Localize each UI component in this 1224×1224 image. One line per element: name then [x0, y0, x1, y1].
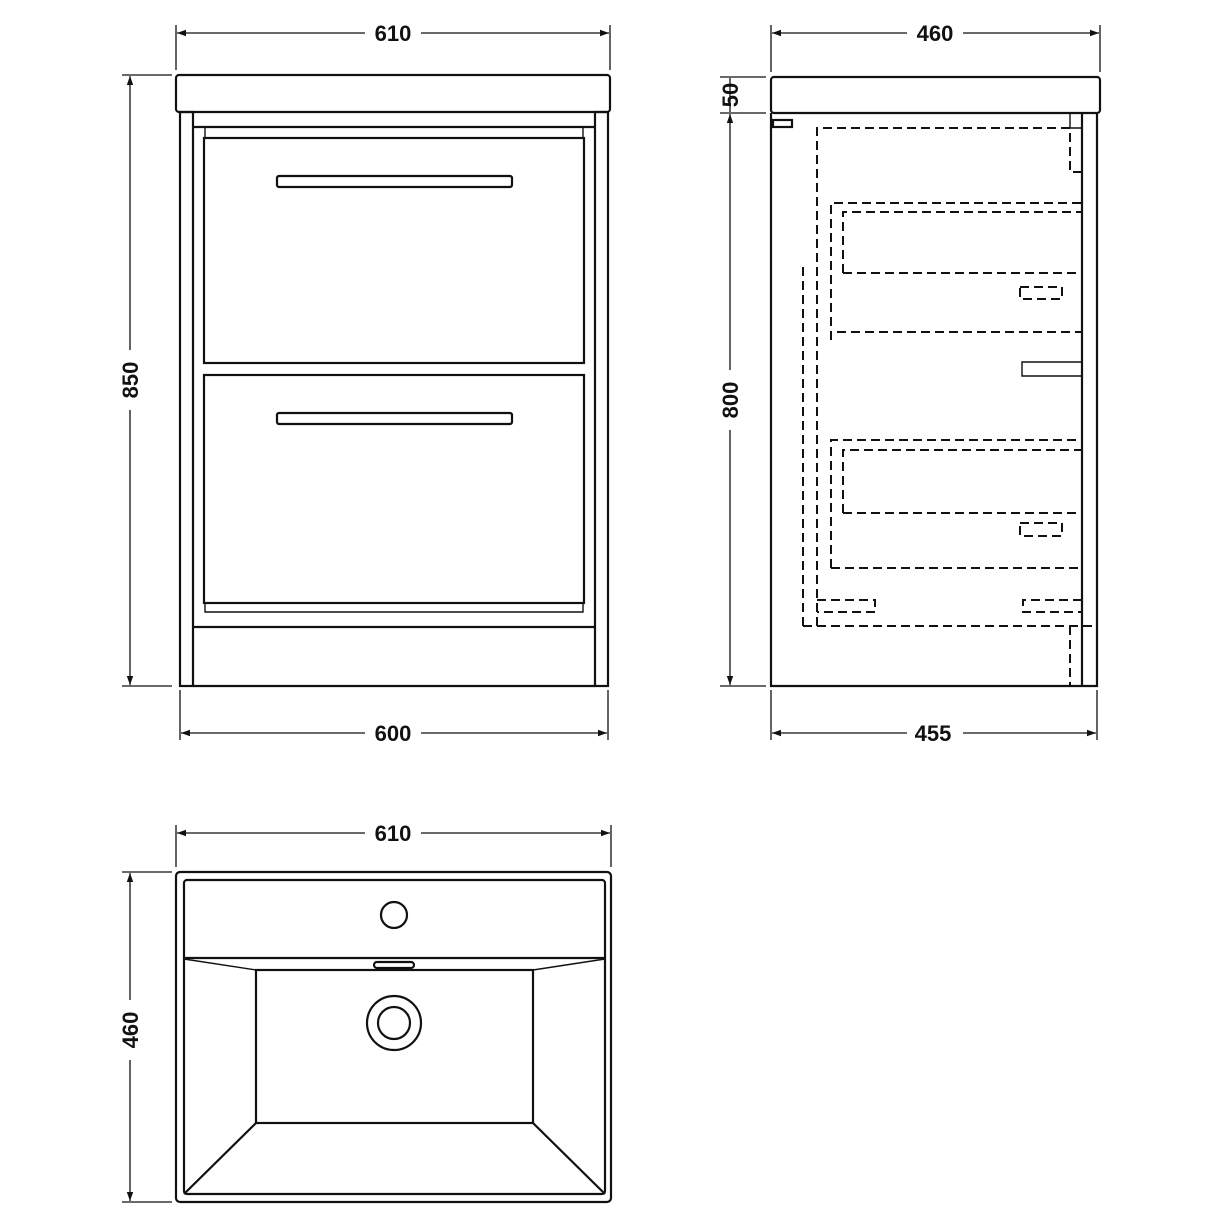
basin-outline: [174, 870, 613, 1204]
dim-front-height: 850: [118, 74, 172, 687]
dim-side-body-depth: 455: [770, 690, 1098, 746]
right-leg: [593, 110, 610, 688]
dim-plan-width: 610: [175, 821, 612, 867]
side-drawer-top-handle: [1019, 286, 1063, 300]
dim-label-600: 600: [375, 721, 412, 746]
waste-outer: [365, 994, 423, 1052]
dim-side-top-thickness: 50: [718, 76, 766, 114]
front-view: 610 850 600: [118, 21, 612, 746]
dim-side-top-depth: 460: [770, 21, 1101, 72]
dim-label-460-side: 460: [917, 21, 954, 46]
side-top-slab: [769, 75, 1102, 115]
dim-label-610: 610: [375, 21, 412, 46]
dim-label-610-plan: 610: [375, 821, 412, 846]
side-drawer-bottom-handle: [1019, 522, 1063, 537]
dim-label-800: 800: [718, 382, 743, 419]
plan-view: 610 460: [118, 821, 613, 1204]
dim-label-850: 850: [118, 362, 143, 399]
basin-top-slab: [174, 73, 612, 114]
tap-hole: [379, 900, 409, 930]
overflow-slot: [372, 960, 416, 970]
drawer-top-handle: [275, 174, 514, 189]
dim-label-455: 455: [915, 721, 952, 746]
dim-front-top-width: 610: [175, 21, 611, 70]
drawer-top: [202, 136, 586, 365]
side-label-plate: [771, 118, 794, 129]
waste-inner: [376, 1005, 412, 1041]
dim-side-body-height: 800: [718, 114, 766, 687]
side-view: 460 50 800 455: [718, 21, 1102, 746]
drawer-bottom-handle: [275, 411, 514, 426]
dim-front-body-width: 600: [179, 690, 609, 746]
dim-label-50: 50: [718, 83, 743, 107]
drawer-bottom: [202, 373, 586, 605]
dim-label-460-plan: 460: [118, 1012, 143, 1049]
basin-bowl: [254, 968, 535, 1125]
dim-plan-depth: 460: [118, 871, 172, 1203]
left-leg: [178, 110, 195, 688]
